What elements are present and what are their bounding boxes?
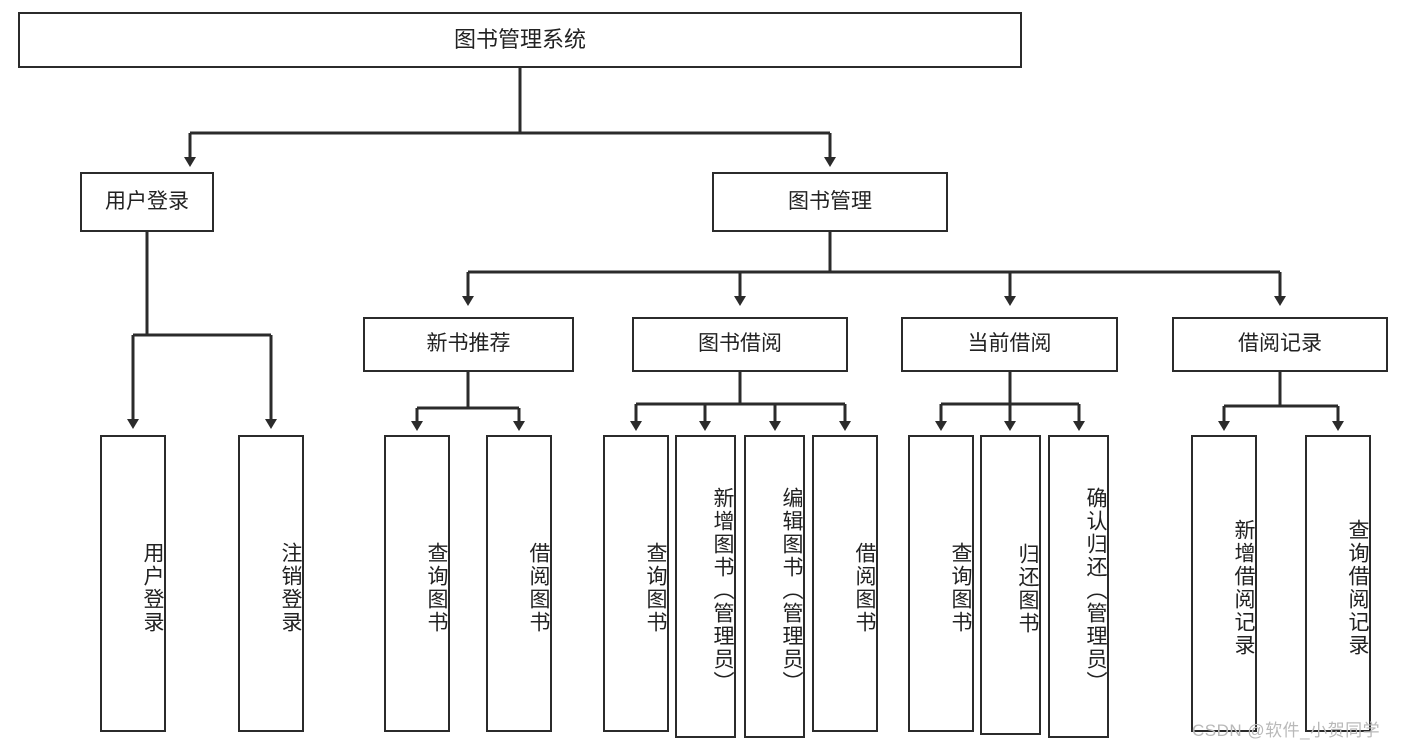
node-new-book-recommend[interactable]: 新书推荐 <box>363 317 574 372</box>
node-label: 注销登录 <box>279 541 302 634</box>
node-label: 用户登录 <box>105 189 189 213</box>
node-label: 用户登录 <box>141 541 164 634</box>
leaf-borrow-edit-book-admin[interactable]: 编辑图书（管理员） <box>744 435 805 738</box>
leaf-new-book-query[interactable]: 查询图书 <box>384 435 450 732</box>
node-label: 当前借阅 <box>967 332 1052 356</box>
node-book-borrow[interactable]: 图书借阅 <box>632 317 848 372</box>
node-label: 图书管理 <box>788 189 872 213</box>
node-label: 查询图书 <box>425 541 448 634</box>
leaf-current-return-book[interactable]: 归还图书 <box>980 435 1041 735</box>
node-root-system[interactable]: 图书管理系统 <box>18 12 1022 68</box>
leaf-current-confirm-return-admin[interactable]: 确认归还（管理员） <box>1048 435 1109 738</box>
node-label: 查询图书 <box>949 541 972 634</box>
node-label: 新书推荐 <box>426 332 511 356</box>
leaf-record-add-record[interactable]: 新增借阅记录 <box>1191 435 1257 732</box>
node-label: 查询借阅记录 <box>1346 518 1369 657</box>
node-label: 借阅图书 <box>853 541 876 634</box>
node-book-management[interactable]: 图书管理 <box>712 172 948 232</box>
node-current-borrow[interactable]: 当前借阅 <box>901 317 1118 372</box>
leaf-borrow-add-book-admin[interactable]: 新增图书（管理员） <box>675 435 736 738</box>
leaf-user-login-login[interactable]: 用户登录 <box>100 435 166 732</box>
node-borrow-record[interactable]: 借阅记录 <box>1172 317 1388 372</box>
node-label: 新增图书（管理员） <box>711 487 734 694</box>
node-label: 归还图书 <box>1016 543 1039 635</box>
leaf-borrow-borrow-book[interactable]: 借阅图书 <box>812 435 878 732</box>
node-label: 编辑图书（管理员） <box>780 487 803 694</box>
node-user-login[interactable]: 用户登录 <box>80 172 214 232</box>
leaf-record-query-record[interactable]: 查询借阅记录 <box>1305 435 1371 732</box>
leaf-new-book-borrow[interactable]: 借阅图书 <box>486 435 552 732</box>
node-label: 借阅图书 <box>527 541 550 634</box>
node-label: 图书管理系统 <box>453 27 586 53</box>
node-label: 确认归还（管理员） <box>1084 487 1107 694</box>
watermark-text: CSDN @软件_小贺同学 <box>1192 721 1381 740</box>
node-label: 借阅记录 <box>1238 332 1322 356</box>
node-label: 新增借阅记录 <box>1232 518 1255 657</box>
node-label: 图书借阅 <box>698 332 782 356</box>
leaf-user-login-logout[interactable]: 注销登录 <box>238 435 304 732</box>
leaf-borrow-query-book[interactable]: 查询图书 <box>603 435 669 732</box>
node-label: 查询图书 <box>644 541 667 634</box>
leaf-current-query-book[interactable]: 查询图书 <box>908 435 974 732</box>
